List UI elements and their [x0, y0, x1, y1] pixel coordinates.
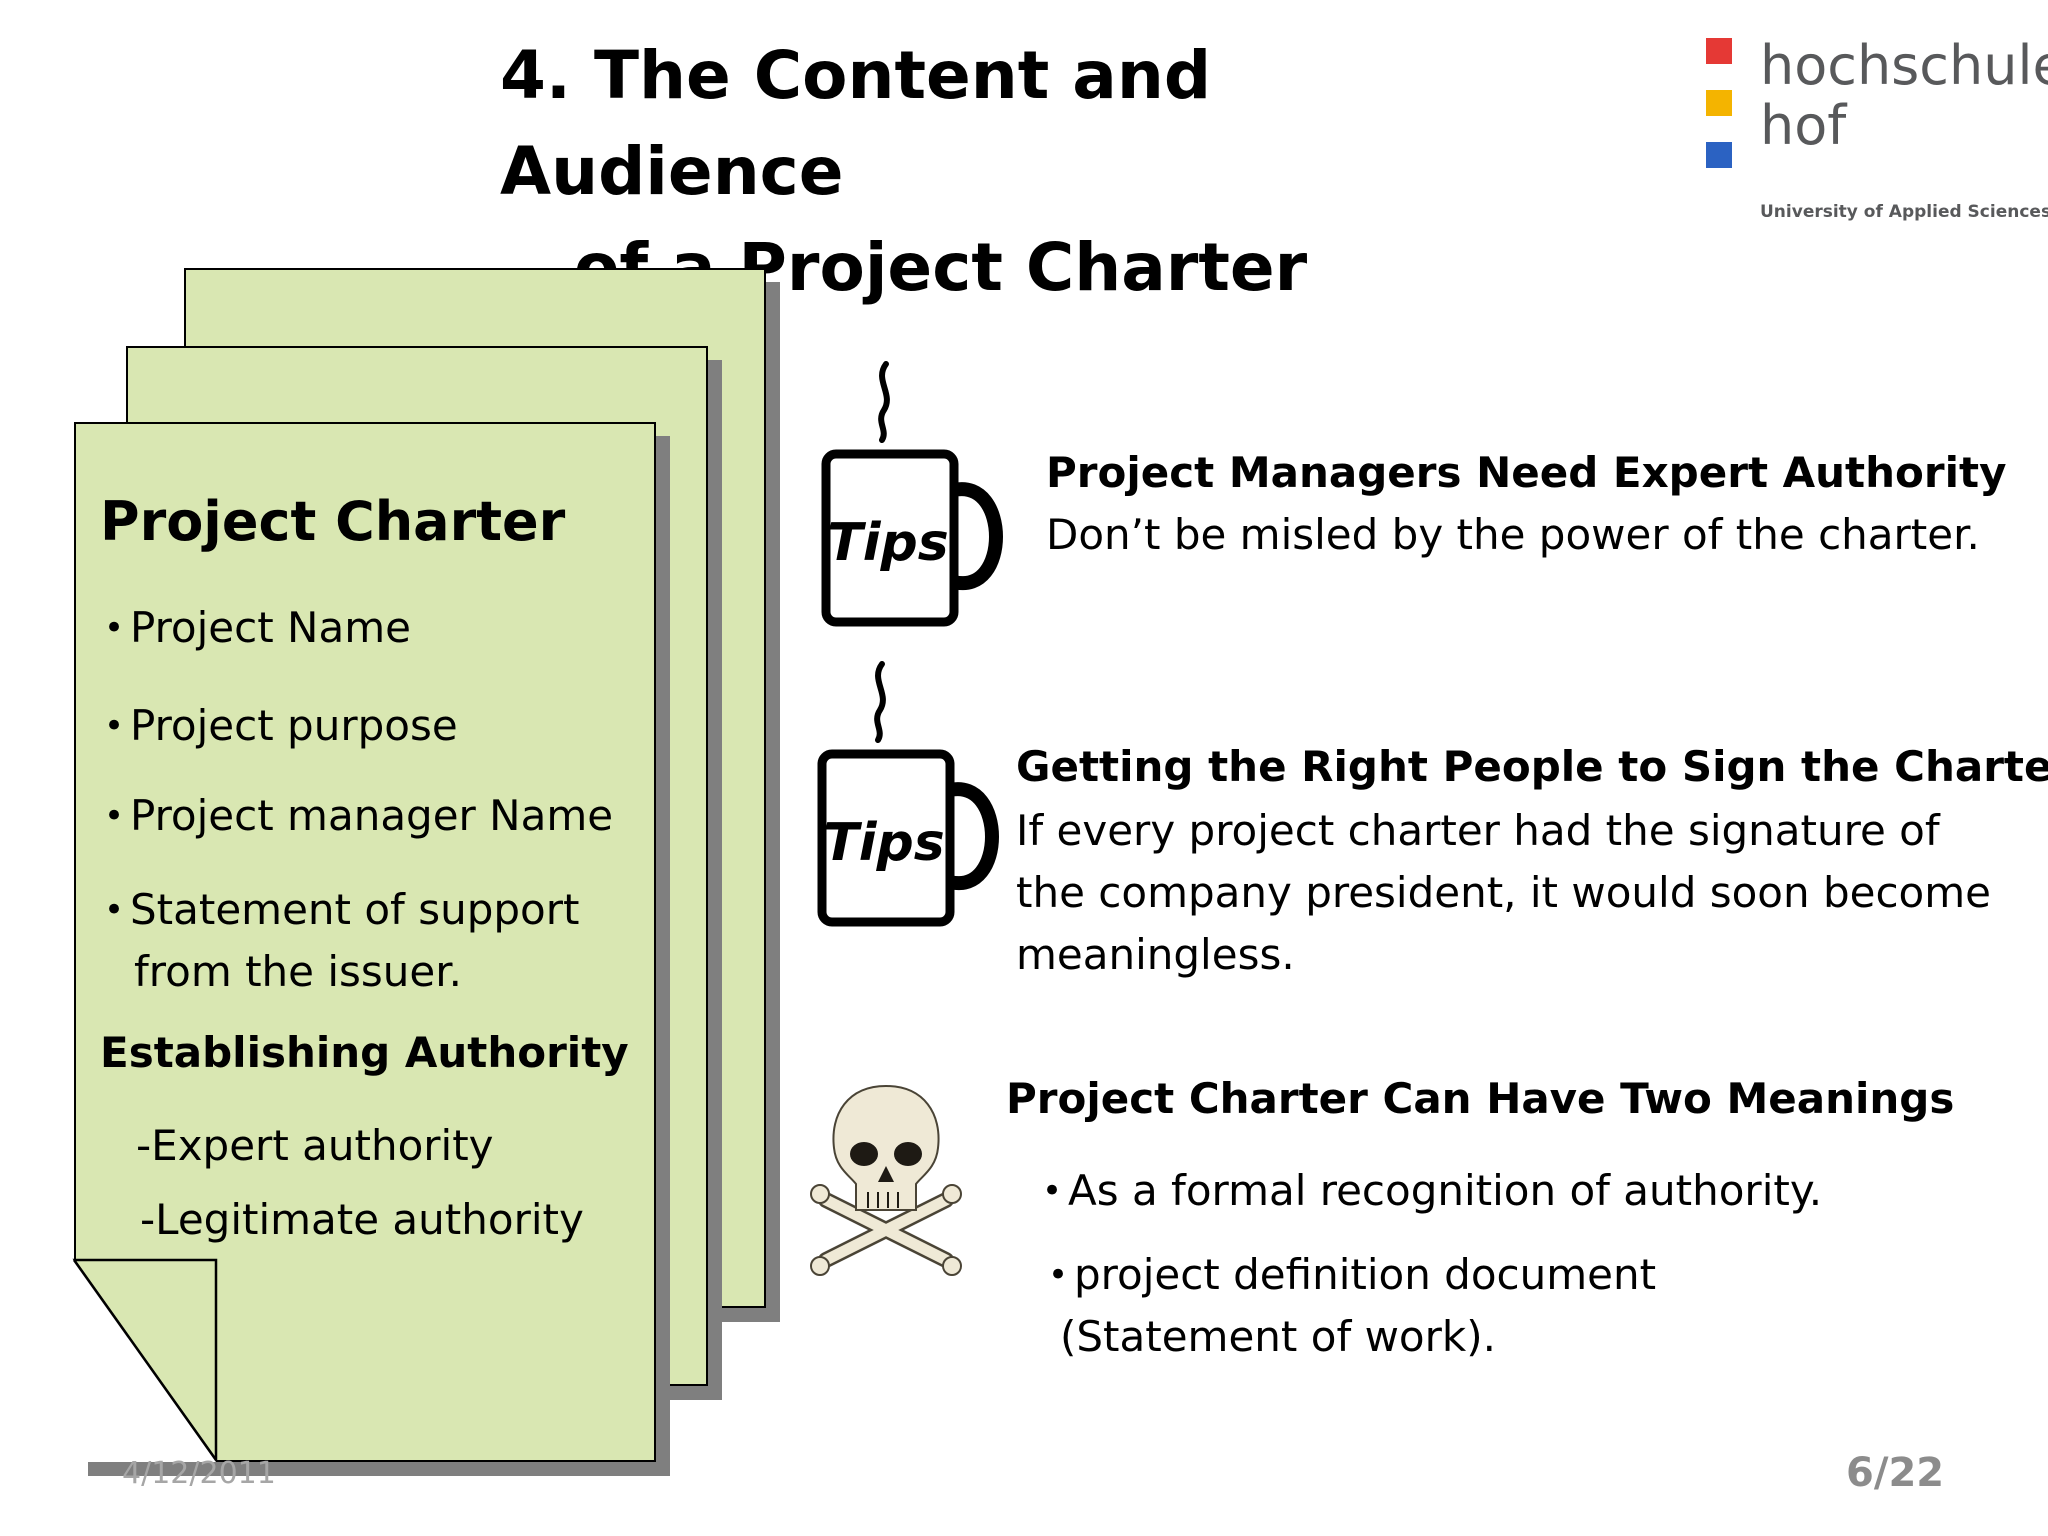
- tips-mug-icon: Tips: [821, 361, 1003, 627]
- hochschule-hof-logo: hochschule hof University of Applied Sci…: [1706, 36, 2048, 236]
- charter-item-text: Project purpose: [130, 701, 458, 750]
- footer-date: 4/12/2011: [122, 1456, 276, 1491]
- bullet: •: [104, 796, 125, 836]
- charter-item: •Project manager Name: [104, 786, 613, 846]
- tips-mug-icon: Tips: [817, 661, 999, 927]
- bullet: •: [104, 890, 125, 930]
- charter-item-text: Project manager Name: [130, 791, 614, 840]
- charter-item: •Statement of support: [104, 880, 579, 940]
- logo-blue-square: [1706, 142, 1732, 168]
- charter-heading: Project Charter: [100, 490, 566, 553]
- page-fold-corner-icon: [72, 1258, 218, 1462]
- charter-page-front: [74, 422, 656, 1462]
- logo-red-square: [1706, 38, 1732, 64]
- logo-word-hof: hof: [1760, 94, 1847, 157]
- charter-item-text: Project Name: [130, 603, 411, 652]
- warning-item-continuation: (Statement of work).: [1060, 1312, 1496, 1361]
- warning-item: •project definition document: [1048, 1244, 1656, 1306]
- logo-yellow-square: [1706, 90, 1732, 116]
- warning-item: •As a formal recognition of authority.: [1042, 1160, 1822, 1222]
- charter-item: •Project Name: [104, 598, 411, 658]
- tip-1-body: Don’t be misled by the power of the char…: [1046, 510, 1980, 559]
- authority-item: -Expert authority: [136, 1121, 494, 1170]
- charter-item-text: Statement of support: [130, 885, 580, 934]
- warning-item-text: As a formal recognition of authority.: [1068, 1166, 1823, 1215]
- tip-1-heading: Project Managers Need Expert Authority: [1046, 448, 2007, 497]
- tip-2-body-line: meaningless.: [1016, 930, 1295, 979]
- tip-2-heading: Getting the Right People to Sign the Cha…: [1016, 742, 2048, 791]
- tips-icon-label: Tips: [827, 513, 948, 573]
- bullet: •: [104, 706, 125, 746]
- skull-crossbones-icon: [810, 1084, 962, 1276]
- tip-2-body-line: If every project charter had the signatu…: [1016, 806, 1940, 855]
- page-number: 6/22: [1846, 1450, 1945, 1496]
- authority-heading: Establishing Authority: [100, 1028, 629, 1077]
- logo-tagline: University of Applied Sciences: [1760, 202, 2048, 222]
- bullet: •: [1048, 1255, 1069, 1295]
- charter-item: •Project purpose: [104, 696, 458, 756]
- logo-word-hochschule: hochschule: [1760, 34, 2048, 97]
- warning-item-text: project definition document: [1074, 1250, 1657, 1299]
- slide-title: 4. The Content and Audience of a Project…: [500, 28, 1560, 316]
- tips-icon-label: Tips: [823, 813, 944, 873]
- charter-item-continuation: from the issuer.: [134, 947, 463, 996]
- authority-item: -Legitimate authority: [140, 1195, 584, 1244]
- bullet: •: [104, 608, 125, 648]
- title-line-1: 4. The Content and Audience: [500, 37, 1212, 210]
- bullet: •: [1042, 1171, 1063, 1211]
- warning-heading: Project Charter Can Have Two Meanings: [1006, 1074, 1955, 1123]
- tip-2-body-line: the company president, it would soon bec…: [1016, 868, 1992, 917]
